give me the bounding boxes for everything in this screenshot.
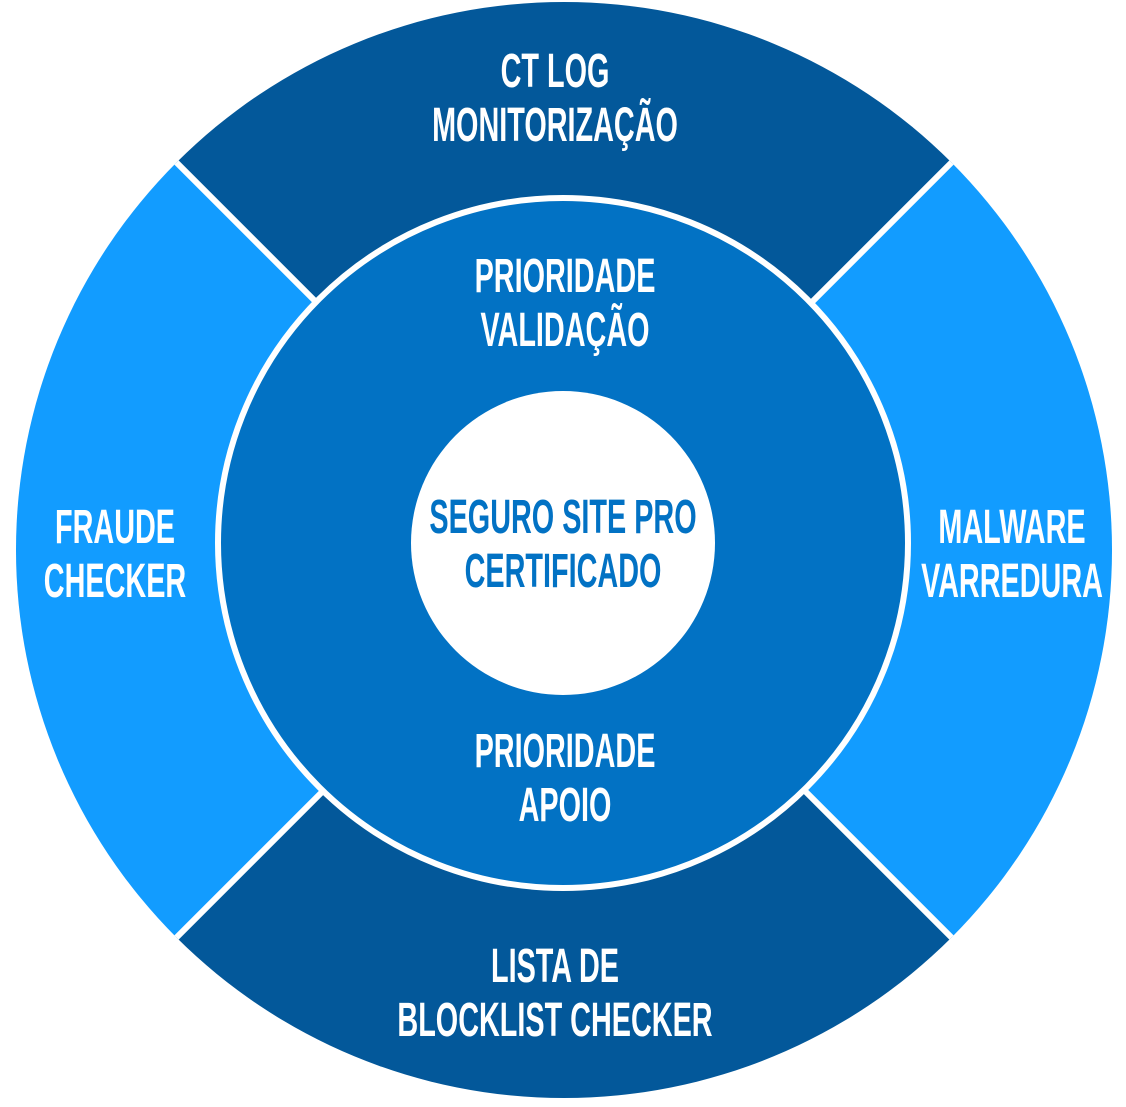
label-center: SEGURO SITE PRO CERTIFICADO (383, 491, 743, 599)
label-left-line2: CHECKER (43, 555, 187, 608)
label-top-line1: CT LOG (500, 45, 610, 98)
label-left-line1: FRAUDE (55, 501, 176, 554)
label-inner-top-line2: VALIDAÇÃO (480, 304, 650, 357)
label-inner-bottom: PRIORIDADE APOIO (385, 725, 745, 833)
label-bottom-line1: LISTA DE (490, 940, 619, 993)
label-top: CT LOG MONITORIZAÇÃO (375, 45, 735, 153)
label-right-line2: VARREDURA (921, 555, 1103, 608)
label-center-line2: CERTIFICADO (464, 545, 662, 598)
label-bottom-line2: BLOCKLIST CHECKER (397, 994, 713, 1047)
label-right: MALWARE VARREDURA (832, 501, 1126, 609)
label-bottom: LISTA DE BLOCKLIST CHECKER (375, 940, 735, 1048)
label-right-line1: MALWARE (938, 501, 1086, 554)
center-circle (411, 391, 715, 695)
label-inner-top: PRIORIDADE VALIDAÇÃO (385, 250, 745, 358)
label-inner-bottom-line2: APOIO (518, 779, 612, 832)
label-inner-bottom-line1: PRIORIDADE (474, 725, 656, 778)
label-top-line2: MONITORIZAÇÃO (432, 99, 678, 152)
label-left: FRAUDE CHECKER (0, 501, 295, 609)
label-inner-top-line1: PRIORIDADE (474, 250, 656, 303)
label-center-line1: SEGURO SITE PRO (429, 491, 697, 544)
